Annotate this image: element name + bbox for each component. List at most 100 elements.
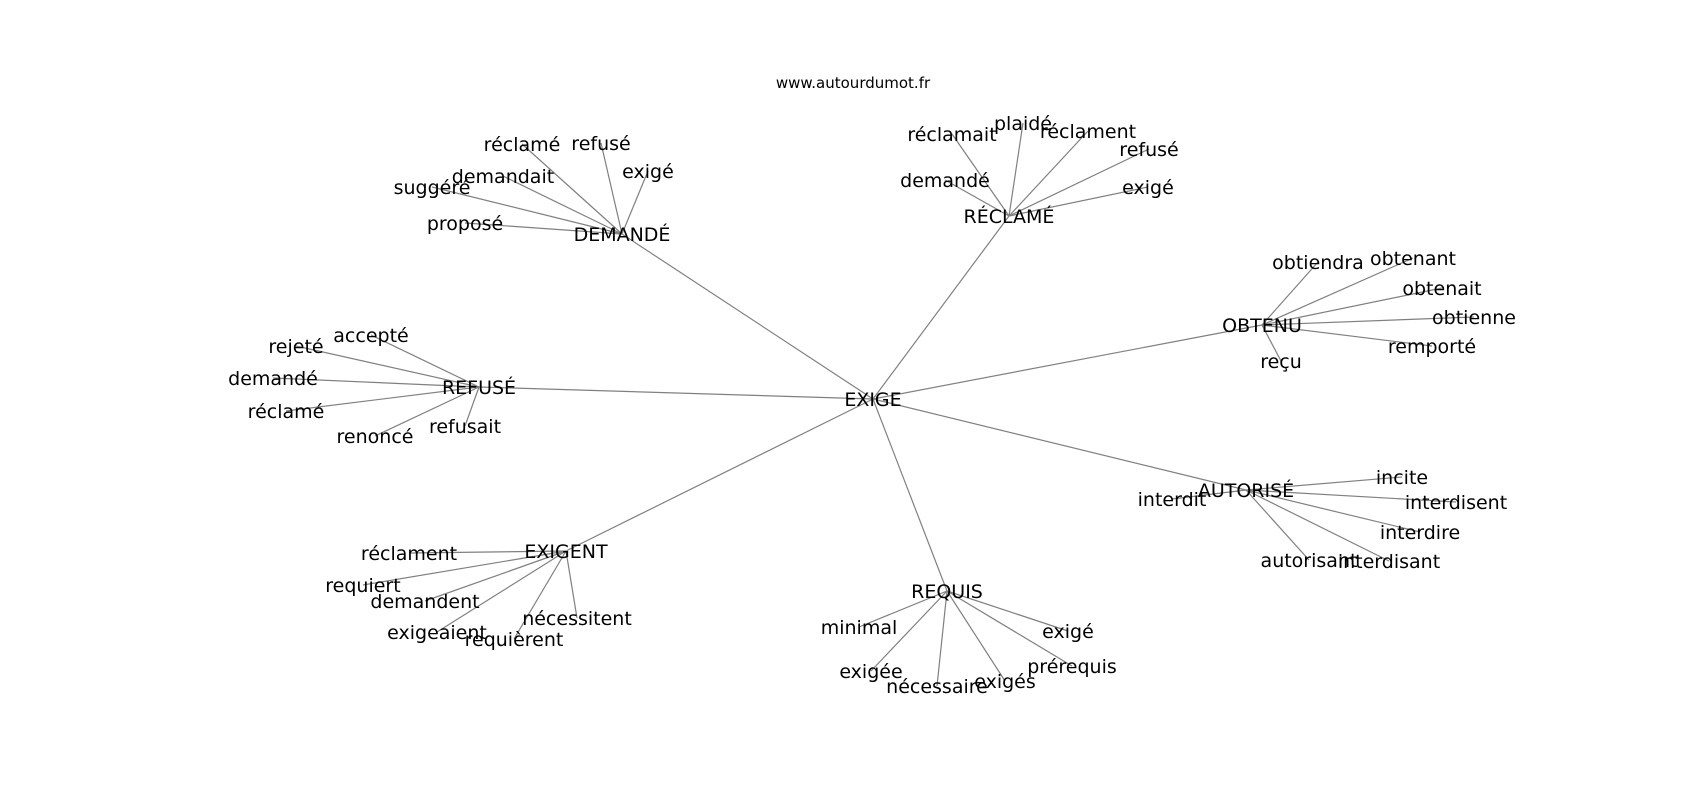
- hub-node[interactable]: DEMANDÉ: [574, 223, 671, 246]
- word-node[interactable]: renoncé: [337, 426, 414, 448]
- word-node[interactable]: incite: [1376, 467, 1428, 489]
- edge-hub-word: [870, 590, 948, 672]
- edge-hub-word: [370, 334, 480, 388]
- word-node[interactable]: exigé: [1042, 621, 1094, 643]
- edge-hub-word: [521, 143, 623, 235]
- edge-hub-word: [1261, 316, 1475, 326]
- edge-center-hub: [478, 386, 874, 400]
- word-node[interactable]: refusé: [571, 133, 630, 155]
- edge-hub-word: [374, 386, 480, 437]
- word-node[interactable]: minimal: [821, 617, 898, 639]
- edge-hub-word: [1245, 489, 1390, 562]
- word-node[interactable]: plaidé: [994, 113, 1052, 135]
- word-node[interactable]: exigés: [974, 671, 1036, 693]
- edge-hub-word: [295, 345, 480, 388]
- edge-hub-word: [272, 377, 480, 388]
- word-node[interactable]: rejeté: [268, 336, 323, 358]
- word-node[interactable]: réclamait: [907, 124, 996, 146]
- edge-hub-word: [502, 175, 623, 235]
- word-node[interactable]: refusait: [429, 416, 501, 438]
- word-node[interactable]: interdire: [1380, 522, 1460, 544]
- edge-hub-word: [600, 142, 623, 235]
- word-node[interactable]: exigé: [1122, 177, 1174, 199]
- word-node[interactable]: nécessitent: [522, 608, 632, 630]
- edge-center-hub: [872, 398, 948, 592]
- word-node[interactable]: réclament: [361, 543, 457, 565]
- hub-node[interactable]: REQUIS: [911, 581, 983, 603]
- edge-hub-word: [951, 133, 1010, 217]
- edge-hub-word: [1008, 130, 1089, 217]
- hub-node[interactable]: AUTORISÉ: [1198, 479, 1294, 502]
- hub-node[interactable]: EXIGENT: [524, 541, 608, 563]
- center-node[interactable]: EXIGE: [844, 389, 901, 411]
- edge-center-hub: [565, 398, 874, 552]
- word-node[interactable]: accepté: [333, 325, 408, 347]
- edge-hub-word: [1261, 324, 1282, 362]
- hub-node[interactable]: RÉCLAMÉ: [964, 205, 1055, 228]
- hub-node[interactable]: OBTENU: [1222, 315, 1302, 337]
- edge-hub-word: [1261, 287, 1443, 326]
- edge-hub-word: [946, 590, 1006, 682]
- edge-hub-word: [858, 590, 948, 628]
- word-node[interactable]: requièrent: [465, 629, 564, 651]
- word-node[interactable]: nécessaire: [886, 676, 988, 698]
- edge-hub-word: [946, 590, 1073, 667]
- edge-hub-word: [1261, 324, 1433, 347]
- edge-hub-word: [464, 222, 623, 235]
- word-node[interactable]: demandé: [228, 368, 318, 390]
- edge-hub-word: [621, 170, 649, 235]
- word-node[interactable]: suggéré: [394, 177, 471, 199]
- word-node[interactable]: interdisent: [1405, 492, 1507, 514]
- edge-hub-word: [513, 550, 567, 640]
- word-node[interactable]: exigée: [839, 661, 902, 683]
- edge-hub-word: [431, 186, 623, 235]
- word-node[interactable]: refusé: [1119, 139, 1178, 161]
- word-node[interactable]: exigé: [622, 161, 674, 183]
- word-node[interactable]: interdisant: [1338, 551, 1440, 573]
- word-node[interactable]: réclamé: [484, 134, 561, 156]
- edge-hub-word: [408, 550, 567, 554]
- source-url: www.autourdumot.fr: [776, 74, 931, 92]
- edge-hub-word: [565, 550, 578, 619]
- edge-hub-word: [424, 550, 567, 602]
- edge-hub-word: [936, 590, 948, 687]
- edge-hub-word: [1008, 148, 1150, 217]
- word-node[interactable]: obtenant: [1370, 248, 1456, 270]
- edge-hub-word: [1245, 489, 1310, 561]
- edge-hub-word: [362, 550, 567, 586]
- edge-center-hub: [872, 398, 1247, 491]
- word-node[interactable]: réclament: [1040, 121, 1136, 143]
- word-node[interactable]: demandé: [900, 170, 990, 192]
- word-node[interactable]: interdit: [1138, 489, 1207, 511]
- edge-hub-word: [1245, 476, 1403, 491]
- edge-hub-word: [1245, 489, 1421, 533]
- hub-node[interactable]: REFUSÉ: [442, 376, 516, 399]
- edge-hub-word: [1245, 489, 1457, 503]
- word-node[interactable]: requiert: [325, 575, 400, 597]
- word-node[interactable]: obtiendra: [1272, 252, 1364, 274]
- edge-hub-word: [436, 550, 567, 633]
- word-node[interactable]: prérequis: [1027, 656, 1117, 678]
- edge-hub-word: [285, 386, 480, 412]
- word-node[interactable]: proposé: [427, 213, 503, 235]
- edge-center-hub: [621, 233, 874, 400]
- edge-hub-word: [464, 386, 480, 427]
- word-node[interactable]: exigeaient: [387, 622, 487, 644]
- word-node[interactable]: demandait: [452, 166, 554, 188]
- word-node[interactable]: reçu: [1260, 351, 1302, 373]
- word-node[interactable]: autorisant: [1261, 550, 1358, 572]
- edge-hub-word: [1261, 257, 1414, 326]
- edge-hub-word: [944, 179, 1010, 217]
- word-node[interactable]: obtienne: [1432, 307, 1516, 329]
- edge-hub-word: [946, 590, 1069, 632]
- edge-center-hub: [872, 215, 1010, 400]
- word-node[interactable]: réclamé: [248, 401, 325, 423]
- word-node[interactable]: remporté: [1388, 336, 1476, 358]
- word-node[interactable]: obtenait: [1402, 278, 1481, 300]
- word-node[interactable]: demandent: [370, 591, 479, 613]
- edge-hub-word: [1008, 186, 1149, 217]
- edge-hub-word: [1008, 122, 1024, 217]
- edge-hub-word: [1261, 261, 1319, 326]
